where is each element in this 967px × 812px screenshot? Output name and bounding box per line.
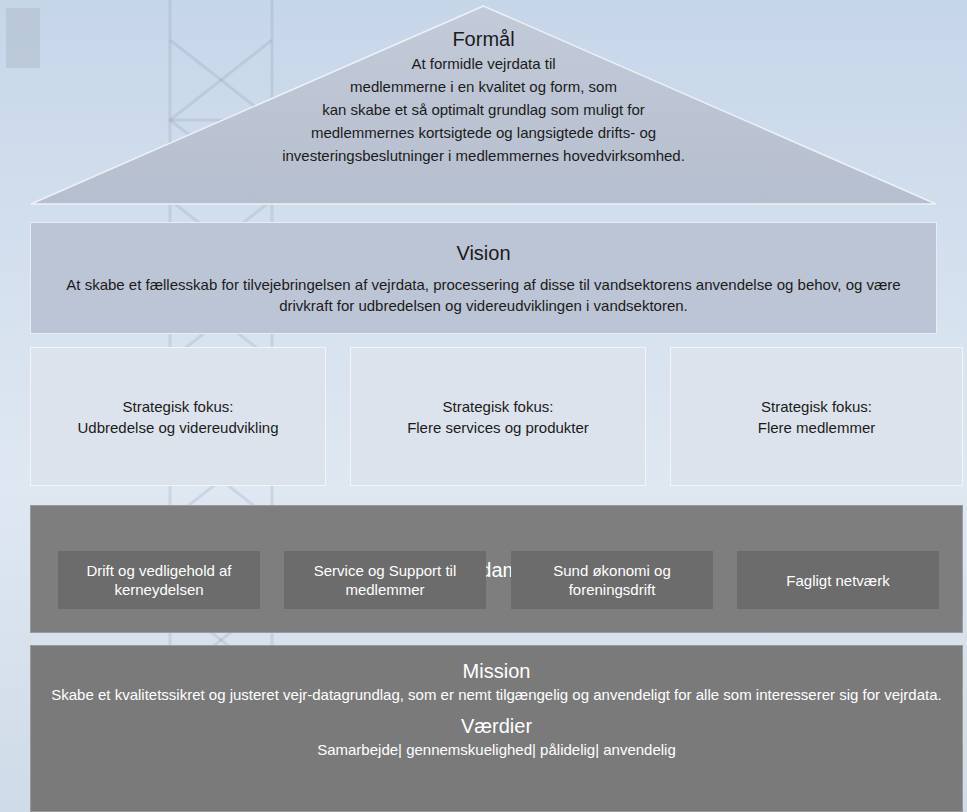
heading-text: Mission	[463, 658, 531, 684]
focus-text: Strategisk fokus:	[761, 396, 872, 417]
mission-band: MissionSkabe et kvalitetssikret og juste…	[30, 645, 963, 812]
body-text: Samarbejde| gennemskuelighed| pålidelig|…	[317, 739, 676, 760]
focus-text: Flere medlemmer	[758, 417, 876, 438]
body-text: At formidle vejrdata til medlemmerne i e…	[30, 52, 937, 167]
foundation-band: FundamentDrift og vedligehold af kerneyd…	[30, 505, 963, 633]
vision-band: Vision At skabe et fællesskab for tilveje…	[30, 222, 937, 334]
purpose-roof: FormålAt formidle vejrdata til medlemmer…	[30, 5, 937, 205]
focus-text: Strategisk fokus:	[443, 396, 554, 417]
focus-text: Flere services og produkter	[407, 417, 589, 438]
foundation-text: Service og Support til medlemmer	[292, 561, 478, 599]
focus-box: Strategisk fokus:Flere medlemmer	[670, 347, 963, 486]
focus-text: Strategisk fokus:	[123, 396, 234, 417]
foundation-box: Drift og vedligehold af kerneydelsen	[58, 551, 260, 609]
body-text: At skabe et fællesskab for tilvejebringe…	[45, 274, 922, 316]
foundation-text: Fagligt netværk	[786, 571, 889, 590]
focus-box: Strategisk fokus:Flere services og produ…	[350, 347, 646, 486]
foundation-text: Sund økonomi og foreningsdrift	[519, 561, 705, 599]
focus-text: Udbredelse og videreudvikling	[78, 417, 279, 438]
heading-text: Værdier	[461, 713, 532, 739]
focus-box: Strategisk fokus:Udbredelse og videreudv…	[30, 347, 326, 486]
body-text: Skabe et kvalitetssikret og justeret vej…	[51, 684, 941, 705]
foundation-box: Sund økonomi og foreningsdrift	[511, 551, 713, 609]
foundation-box: Fagligt netværk	[737, 551, 939, 609]
heading-text: Vision	[456, 240, 510, 266]
heading-text: Formål	[30, 5, 937, 52]
foundation-text: Drift og vedligehold af kerneydelsen	[66, 561, 252, 599]
foundation-box: Service og Support til medlemmer	[284, 551, 486, 609]
